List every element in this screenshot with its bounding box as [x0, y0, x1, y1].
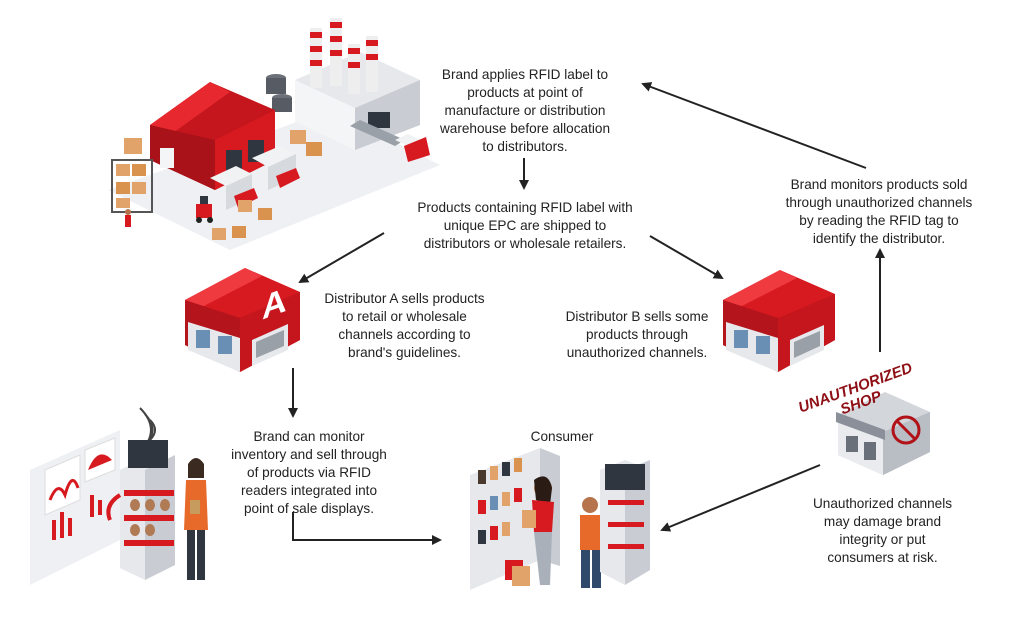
distributor-a-letter: A [262, 281, 287, 328]
unauthorized-shop-icon [836, 392, 930, 475]
woman-shopper-icon [522, 476, 554, 585]
step-ship-text: Products containing RFID label with uniq… [417, 200, 633, 251]
arrow-to-distributor-b [649, 235, 724, 280]
warehouse-icon [150, 82, 275, 190]
distributor-a-text: Distributor A sells products to retail o… [324, 291, 485, 360]
factory-warehouse-illustration [108, 18, 440, 250]
risk-text: Unauthorized channels may damage brand i… [812, 496, 953, 565]
step-apply-label-text: Brand applies RFID label to products at … [439, 67, 611, 154]
consumer-label: Consumer [530, 429, 594, 444]
forklift-icon [196, 196, 213, 223]
point-of-sale-text: Brand can monitor inventory and sell thr… [231, 429, 387, 516]
truck-icon [395, 134, 430, 162]
arrow-pos-to-consumer [292, 512, 442, 545]
distributor-b-building [723, 270, 835, 372]
distributor-b-letter: B [795, 102, 818, 146]
arrow-monitor-to-brand [641, 82, 867, 169]
factory-icon [266, 18, 420, 150]
flow-arrows [288, 82, 885, 545]
distributor-b-text: Distributor B sells some products throug… [565, 309, 709, 360]
man-shopper-icon [580, 497, 604, 588]
brand-monitors-text: Brand monitors products sold through una… [785, 177, 973, 246]
distributor-a-building [185, 268, 300, 372]
boxes-icon [111, 130, 322, 240]
display-kiosk-icon [600, 460, 650, 585]
arrow-to-distributor-a [298, 232, 385, 284]
arrow-shop-to-consumer [660, 464, 821, 532]
shopper-icon [184, 458, 208, 580]
truck-icon [252, 146, 300, 190]
worker-icon [125, 209, 131, 227]
point-of-sale-illustration [30, 407, 175, 585]
